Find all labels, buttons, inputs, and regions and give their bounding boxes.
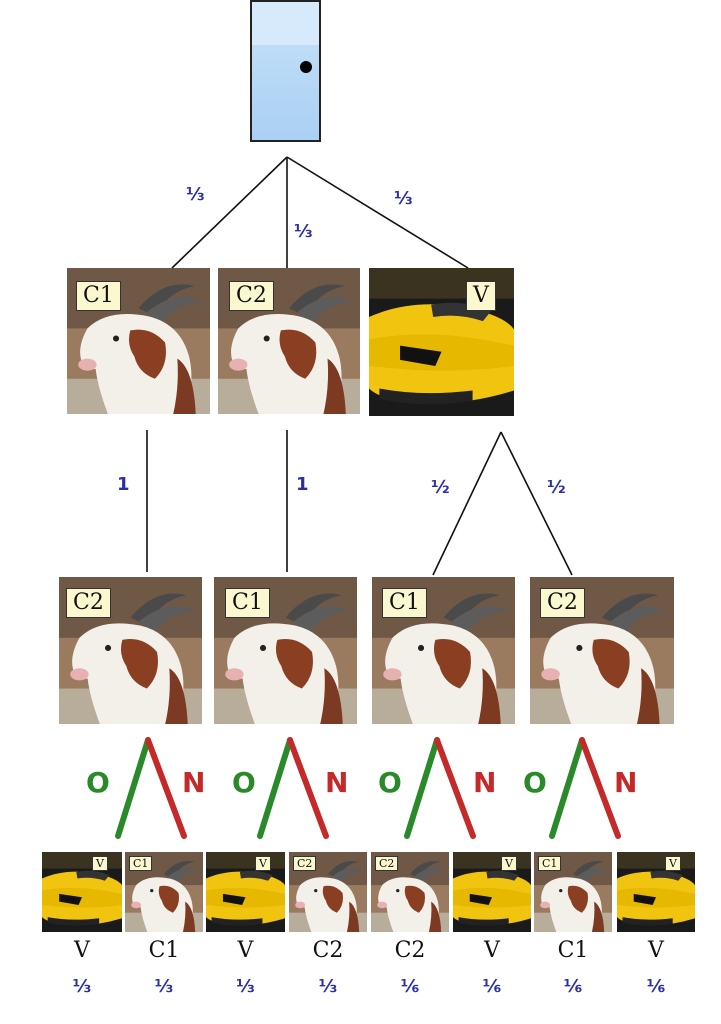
switch-line-2 — [287, 737, 329, 839]
edge-prob-5: 1 — [296, 474, 309, 495]
tile-label: C2 — [66, 588, 111, 618]
tile-label: C2 — [540, 588, 585, 618]
leaf-outcome: C1 — [557, 938, 589, 963]
leaf-car-tile — [42, 852, 122, 932]
leaf-tile-label: V — [501, 856, 517, 871]
keep-line-4 — [549, 737, 585, 839]
switch-label: N — [614, 766, 638, 799]
tile-label: C2 — [229, 281, 274, 311]
keep-label: O — [86, 766, 110, 799]
tile-label: V — [466, 281, 496, 311]
car-picture — [42, 852, 122, 932]
leaf-tile-label: C2 — [375, 856, 399, 871]
edge-prob-2: ⅓ — [294, 221, 313, 242]
leaf-tile-label: V — [255, 856, 271, 871]
keep-line-3 — [404, 737, 440, 839]
leaf-probability: ⅓ — [236, 976, 255, 997]
keep-label: O — [378, 766, 402, 799]
switch-label: N — [182, 766, 206, 799]
car-picture — [206, 852, 285, 932]
leaf-outcome: V — [484, 938, 500, 963]
keep-label: O — [232, 766, 256, 799]
leaf-tile-label: C2 — [293, 856, 317, 871]
leaf-probability: ⅓ — [318, 976, 338, 997]
edge-v-c2 — [500, 431, 573, 576]
leaf-probability: ⅓ — [72, 976, 92, 997]
tile-goat-l2-3 — [372, 577, 515, 724]
leaf-car-tile — [206, 852, 285, 932]
leaf-outcome: V — [648, 938, 664, 963]
leaf-car-tile — [617, 852, 695, 932]
switch-label: N — [325, 766, 349, 799]
edge-door-c1 — [171, 156, 288, 269]
goat-picture — [372, 577, 515, 724]
leaf-probability: ⅓ — [154, 976, 174, 997]
tile-goat-l2-2 — [214, 577, 357, 724]
leaf-outcome: C2 — [312, 938, 344, 963]
tile-label: C1 — [76, 281, 121, 311]
leaf-goat-tile — [125, 852, 203, 932]
leaf-tile-label: C1 — [129, 856, 153, 871]
goat-picture — [289, 852, 367, 932]
leaf-outcome: C2 — [394, 938, 426, 963]
goat-picture — [530, 577, 674, 724]
edge-prob-4: 1 — [117, 474, 130, 495]
leaf-probability: ⅙ — [563, 976, 583, 997]
goat-picture — [67, 268, 210, 414]
goat-picture — [214, 577, 357, 724]
goat-picture — [125, 852, 203, 932]
keep-line-2 — [257, 737, 293, 839]
leaf-probability: ⅙ — [646, 976, 666, 997]
edge-v-c1 — [432, 431, 502, 576]
keep-label: O — [523, 766, 547, 799]
leaf-goat-tile — [289, 852, 367, 932]
edge-prob-6: ½ — [431, 477, 450, 498]
leaf-tile-label: C1 — [538, 856, 562, 871]
edge-prob-7: ½ — [547, 477, 566, 498]
tile-label: C1 — [382, 588, 427, 618]
edge-prob-1: ⅓ — [186, 184, 205, 205]
car-picture — [617, 852, 695, 932]
tile-goat-l2-4 — [530, 577, 674, 724]
switch-line-3 — [434, 737, 476, 839]
door-icon — [250, 0, 321, 142]
leaf-car-tile — [453, 852, 531, 932]
edge-door-v — [286, 156, 469, 269]
switch-line-4 — [579, 737, 621, 839]
edge-prob-3: ⅓ — [394, 188, 413, 209]
leaf-probability: ⅙ — [400, 976, 420, 997]
switch-line-1 — [145, 737, 187, 839]
leaf-tile-label: V — [92, 856, 108, 871]
tile-label: C1 — [225, 588, 270, 618]
tile-goat-c1 — [67, 268, 210, 414]
switch-label: N — [473, 766, 497, 799]
leaf-outcome: V — [237, 938, 254, 963]
car-picture — [453, 852, 531, 932]
leaf-tile-label: V — [665, 856, 681, 871]
keep-line-1 — [115, 737, 151, 839]
leaf-outcome: V — [74, 938, 90, 963]
leaf-outcome: C1 — [148, 938, 180, 963]
leaf-probability: ⅙ — [482, 976, 502, 997]
